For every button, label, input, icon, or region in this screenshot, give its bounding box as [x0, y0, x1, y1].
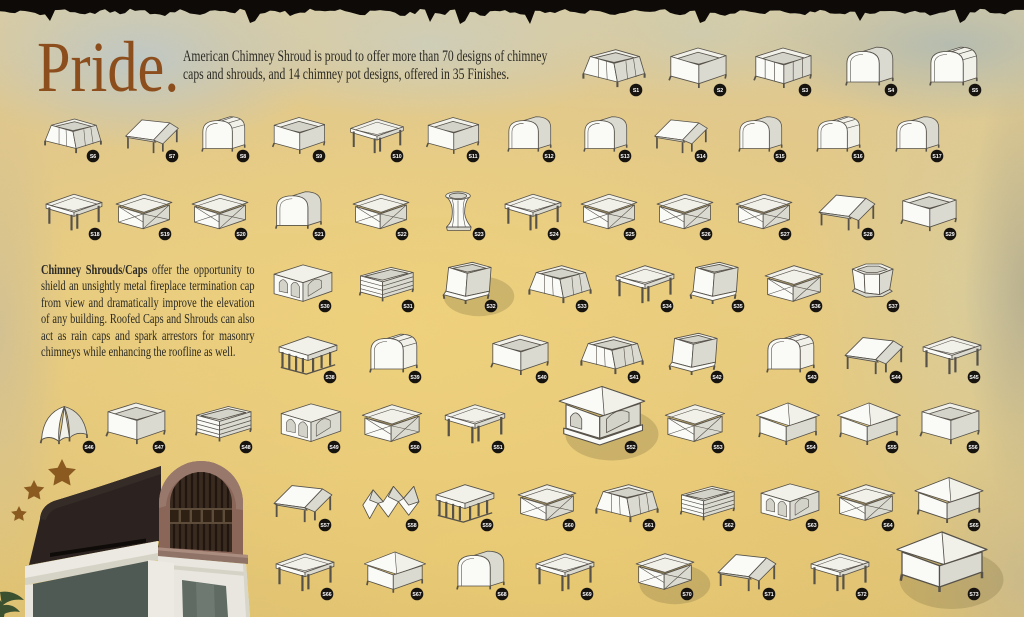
- svg-text:S73: S73: [969, 592, 978, 598]
- svg-text:S7: S7: [169, 154, 175, 160]
- svg-text:S20: S20: [236, 232, 245, 238]
- svg-text:S28: S28: [863, 232, 872, 238]
- svg-text:S25: S25: [625, 232, 634, 238]
- svg-text:S13: S13: [620, 154, 629, 160]
- svg-text:S59: S59: [482, 523, 491, 529]
- svg-text:S42: S42: [712, 375, 721, 381]
- svg-text:S56: S56: [968, 445, 977, 451]
- svg-text:S4: S4: [888, 88, 894, 94]
- svg-text:S39: S39: [410, 375, 419, 381]
- svg-text:S36: S36: [811, 304, 820, 310]
- svg-text:S6: S6: [90, 154, 96, 160]
- svg-text:S27: S27: [780, 232, 789, 238]
- svg-text:S50: S50: [410, 445, 419, 451]
- svg-text:S61: S61: [644, 523, 653, 529]
- svg-text:S48: S48: [241, 445, 250, 451]
- svg-text:S3: S3: [802, 88, 808, 94]
- svg-text:S12: S12: [544, 154, 553, 160]
- svg-text:S1: S1: [633, 88, 639, 94]
- svg-text:S17: S17: [932, 154, 941, 160]
- svg-text:S5: S5: [972, 88, 978, 94]
- svg-text:S52: S52: [626, 445, 635, 451]
- svg-text:S71: S71: [764, 592, 773, 598]
- svg-text:S14: S14: [696, 154, 705, 160]
- svg-text:S62: S62: [724, 523, 733, 529]
- svg-text:S43: S43: [807, 375, 816, 381]
- svg-text:S10: S10: [392, 154, 401, 160]
- svg-text:S55: S55: [887, 445, 896, 451]
- svg-text:S33: S33: [577, 304, 586, 310]
- svg-text:S35: S35: [733, 304, 742, 310]
- svg-text:S22: S22: [397, 232, 406, 238]
- svg-text:S60: S60: [564, 523, 573, 529]
- svg-text:S30: S30: [320, 304, 329, 310]
- svg-text:S65: S65: [969, 523, 978, 529]
- svg-text:S47: S47: [154, 445, 163, 451]
- svg-text:S70: S70: [682, 592, 691, 598]
- svg-text:S23: S23: [474, 232, 483, 238]
- svg-text:S66: S66: [322, 592, 331, 598]
- svg-text:S51: S51: [493, 445, 502, 451]
- svg-text:S32: S32: [486, 304, 495, 310]
- svg-text:S18: S18: [90, 232, 99, 238]
- svg-text:S19: S19: [160, 232, 169, 238]
- svg-text:S63: S63: [807, 523, 816, 529]
- svg-text:S8: S8: [240, 154, 246, 160]
- svg-text:S53: S53: [713, 445, 722, 451]
- svg-text:S57: S57: [320, 523, 329, 529]
- svg-text:S26: S26: [701, 232, 710, 238]
- svg-text:S67: S67: [412, 592, 421, 598]
- svg-text:S16: S16: [853, 154, 862, 160]
- svg-text:S40: S40: [537, 375, 546, 381]
- svg-text:S44: S44: [891, 375, 900, 381]
- svg-text:S31: S31: [403, 304, 412, 310]
- svg-text:S58: S58: [407, 523, 416, 529]
- svg-text:S68: S68: [497, 592, 506, 598]
- svg-text:S34: S34: [662, 304, 671, 310]
- svg-text:S37: S37: [888, 304, 897, 310]
- svg-text:S15: S15: [775, 154, 784, 160]
- svg-text:S69: S69: [582, 592, 591, 598]
- svg-text:S38: S38: [325, 375, 334, 381]
- svg-text:S9: S9: [316, 154, 322, 160]
- svg-text:S49: S49: [329, 445, 338, 451]
- svg-text:S54: S54: [806, 445, 815, 451]
- svg-text:S2: S2: [717, 88, 723, 94]
- svg-text:S64: S64: [883, 523, 892, 529]
- svg-text:S29: S29: [945, 232, 954, 238]
- svg-text:S41: S41: [629, 375, 638, 381]
- svg-text:S11: S11: [469, 154, 478, 160]
- svg-text:S46: S46: [84, 445, 93, 451]
- svg-text:S21: S21: [314, 232, 323, 238]
- svg-text:S45: S45: [969, 375, 978, 381]
- svg-text:S72: S72: [857, 592, 866, 598]
- svg-text:S24: S24: [549, 232, 558, 238]
